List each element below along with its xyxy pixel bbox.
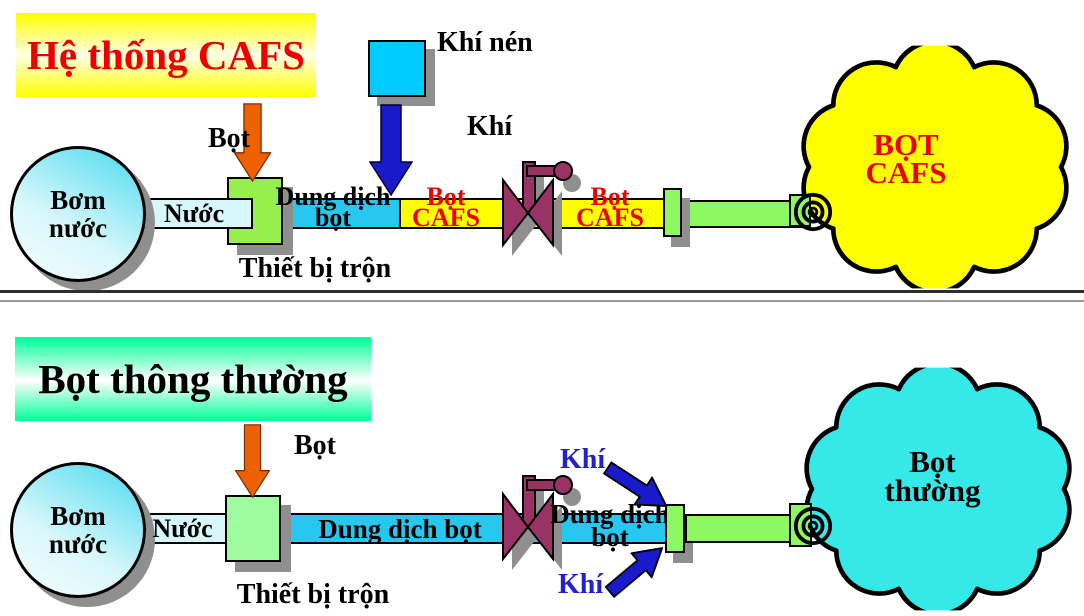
divider-line-2 — [0, 300, 1084, 302]
bottom-air-label-bottom: Khí — [558, 569, 604, 600]
top-foam-label: Bọt — [208, 123, 250, 154]
bottom-solution-pipe-label: Dung dịch bọt — [318, 514, 482, 544]
cafs-title-banner: Hệ thống CAFS — [16, 13, 316, 97]
top-hose-coupling — [663, 188, 682, 237]
compressed-air-tank — [368, 40, 426, 97]
bottom-hose-coupling — [665, 504, 685, 553]
bottom-water-pipe-label: Nước — [152, 514, 213, 543]
bottom-air-label-top: Khí — [560, 444, 606, 475]
top-solution-pipe — [281, 198, 403, 229]
bottom-discharge-hose — [685, 514, 805, 543]
bottom-foam-label: Bọt — [294, 430, 336, 461]
cafs-title: Hệ thống CAFS — [27, 32, 305, 78]
bottom-solution-pipe — [277, 513, 669, 544]
top-mixer-label: Thiết bị trộn — [238, 253, 392, 284]
divider-line-1 — [0, 290, 1084, 293]
top-water-pipe-label: Nước — [163, 199, 225, 228]
bottom-mixer-label: Thiết bị trộn — [236, 579, 390, 610]
bottom-mixer-box — [225, 495, 281, 562]
bottom-nozzle-stub — [789, 503, 812, 547]
bottom-nozzle-rings-icon — [792, 505, 834, 547]
top-air-label: Khí — [467, 111, 513, 142]
air-tank-label: Khí nén — [437, 27, 533, 58]
bottom-foam-arrow-icon — [233, 424, 272, 498]
conventional-title: Bọt thông thường — [38, 356, 348, 402]
conventional-title-banner: Bọt thông thường — [15, 337, 371, 421]
top-nozzle-rings-icon — [792, 191, 834, 233]
top-discharge-hose — [681, 200, 803, 228]
top-water-pipe — [135, 198, 253, 229]
